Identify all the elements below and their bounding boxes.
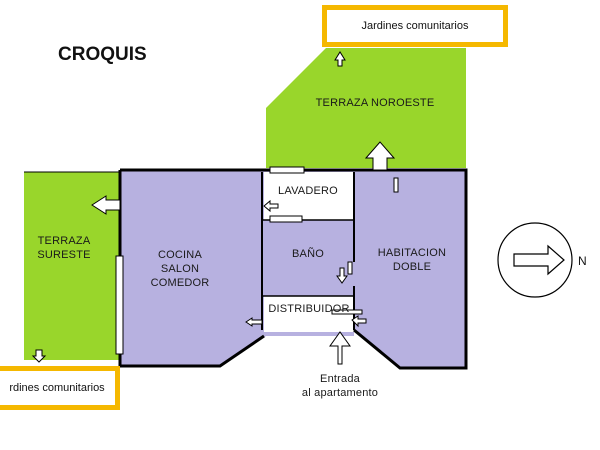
arrow-bath-icon — [336, 267, 348, 284]
label-doble: DOBLE — [392, 261, 432, 273]
label-bano: BAÑO — [292, 248, 324, 260]
garden-bottom: rdines comunitarios — [0, 366, 120, 410]
label-habitacion-doble: HABITACION DOBLE — [370, 246, 454, 274]
label-entrada-line2: al apartamento — [301, 387, 379, 399]
label-entrada: Entrada al apartamento — [290, 372, 390, 400]
label-terraza-sureste: TERRAZA SURESTE — [26, 234, 102, 262]
outer-wall — [120, 168, 468, 370]
garden-top-label: Jardines comunitarios — [361, 20, 469, 32]
door-bedroom — [331, 309, 363, 315]
arrow-distributor-left-icon — [245, 317, 263, 327]
label-salon: SALON — [160, 263, 200, 275]
arrows — [31, 51, 399, 365]
label-entrada-line1: Entrada — [320, 373, 360, 385]
label-cocina: COCINA — [158, 249, 202, 261]
arrow-to-terrace-noroeste-icon — [364, 141, 396, 171]
page-title: CROQUIS — [58, 44, 147, 65]
label-terraza-noroeste: TERRAZA NOROESTE — [315, 97, 435, 109]
label-terraza-sureste-line1: TERRAZA — [37, 235, 91, 247]
window-terrace-noroeste — [269, 166, 305, 174]
label-distribuidor: DISTRIBUIDOR — [268, 303, 350, 315]
label-habitacion: HABITACION — [377, 247, 447, 259]
laundry-area — [264, 172, 354, 220]
marker-bedroom-small — [393, 177, 399, 193]
label-comedor: COMEDOR — [150, 277, 210, 289]
compass-north-label: N — [578, 254, 587, 268]
terrace-northwest — [266, 48, 466, 168]
label-cocina-salon-comedor: COCINA SALON COMEDOR — [140, 248, 220, 290]
arrow-to-terrace-sureste-icon — [91, 195, 121, 215]
garden-top: Jardines comunitarios — [322, 5, 508, 47]
arrow-bottom-garden-icon — [31, 349, 47, 363]
window-salon — [115, 255, 124, 355]
label-lavadero: LAVADERO — [278, 185, 338, 197]
garden-bottom-label: rdines comunitarios — [9, 382, 105, 394]
marker-bath-small — [347, 261, 353, 275]
arrow-top-garden-icon — [334, 51, 346, 67]
window-laundry — [269, 215, 303, 223]
apartment-floor — [120, 170, 466, 368]
compass — [497, 222, 573, 298]
arrow-laundry-icon — [263, 199, 279, 213]
compass-arrow-icon — [513, 244, 565, 276]
label-terraza-sureste-line2: SURESTE — [37, 249, 91, 261]
arrow-entrance-icon — [329, 331, 351, 365]
arrow-bedroom-icon — [351, 315, 367, 328]
